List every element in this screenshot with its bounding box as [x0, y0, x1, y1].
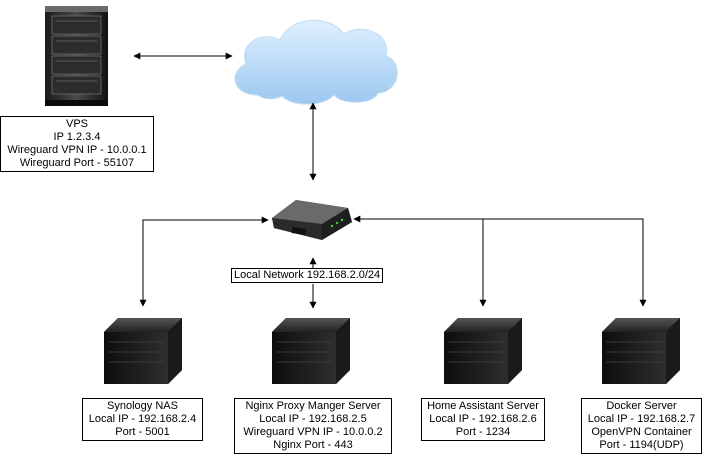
server-label-line: Home Assistant Server	[427, 400, 539, 412]
server-label-docker: Docker Server Local IP - 192.168.2.7 Ope…	[581, 398, 702, 454]
vps-title: VPS	[65, 118, 88, 130]
local-network-label: Local Network 192.168.2.0/24	[231, 268, 384, 283]
server-label-line: Port - 1194(UDP)	[599, 439, 684, 451]
router-docker-link	[483, 218, 647, 307]
cloud-icon	[234, 20, 398, 105]
server-label-homeassistant: Home Assistant Server Local IP - 192.168…	[421, 398, 545, 441]
server-label-line: Port - 1234	[455, 426, 511, 438]
server-label-line: Nginx Proxy Manger Server	[245, 400, 381, 412]
server-label-line: Local IP - 192.168.2.6	[429, 413, 537, 425]
vps-ip: IP 1.2.3.4	[53, 131, 101, 143]
server-icon-homeassistant	[444, 318, 522, 384]
server-label-line: Port - 5001	[115, 426, 170, 438]
server-label-line: Nginx Port - 443	[273, 439, 353, 451]
router-homeassistant-link	[353, 215, 487, 307]
server-label-line: Local IP - 192.168.2.4	[88, 413, 197, 425]
server-label-line: Synology NAS	[107, 400, 178, 412]
server-label-line: Local IP - 192.168.2.5	[259, 413, 367, 425]
server-label-line: OpenVPN Container	[591, 426, 692, 438]
server-icon-docker	[602, 318, 680, 384]
server-label-line: Wireguard VPN IP - 10.0.0.2	[243, 426, 383, 438]
router-nas-link	[139, 216, 269, 307]
vps-wireguard-ip: Wireguard VPN IP - 10.0.0.1	[7, 144, 147, 156]
server-icon-nas	[104, 318, 182, 384]
vps-rack-icon	[45, 6, 108, 106]
vps-wireguard-port: Wireguard Port - 55107	[19, 157, 135, 169]
vps-label: VPS IP 1.2.3.4 Wireguard VPN IP - 10.0.0…	[0, 116, 154, 172]
server-label-line: Docker Server	[606, 400, 677, 412]
server-label-line: Local IP - 192.168.2.7	[587, 413, 696, 425]
server-label-nginx: Nginx Proxy Manger Server Local IP - 192…	[234, 398, 392, 454]
router-icon	[272, 200, 352, 240]
server-icon-nginx	[272, 318, 350, 384]
server-label-nas: Synology NAS Local IP - 192.168.2.4 Port…	[82, 398, 203, 441]
